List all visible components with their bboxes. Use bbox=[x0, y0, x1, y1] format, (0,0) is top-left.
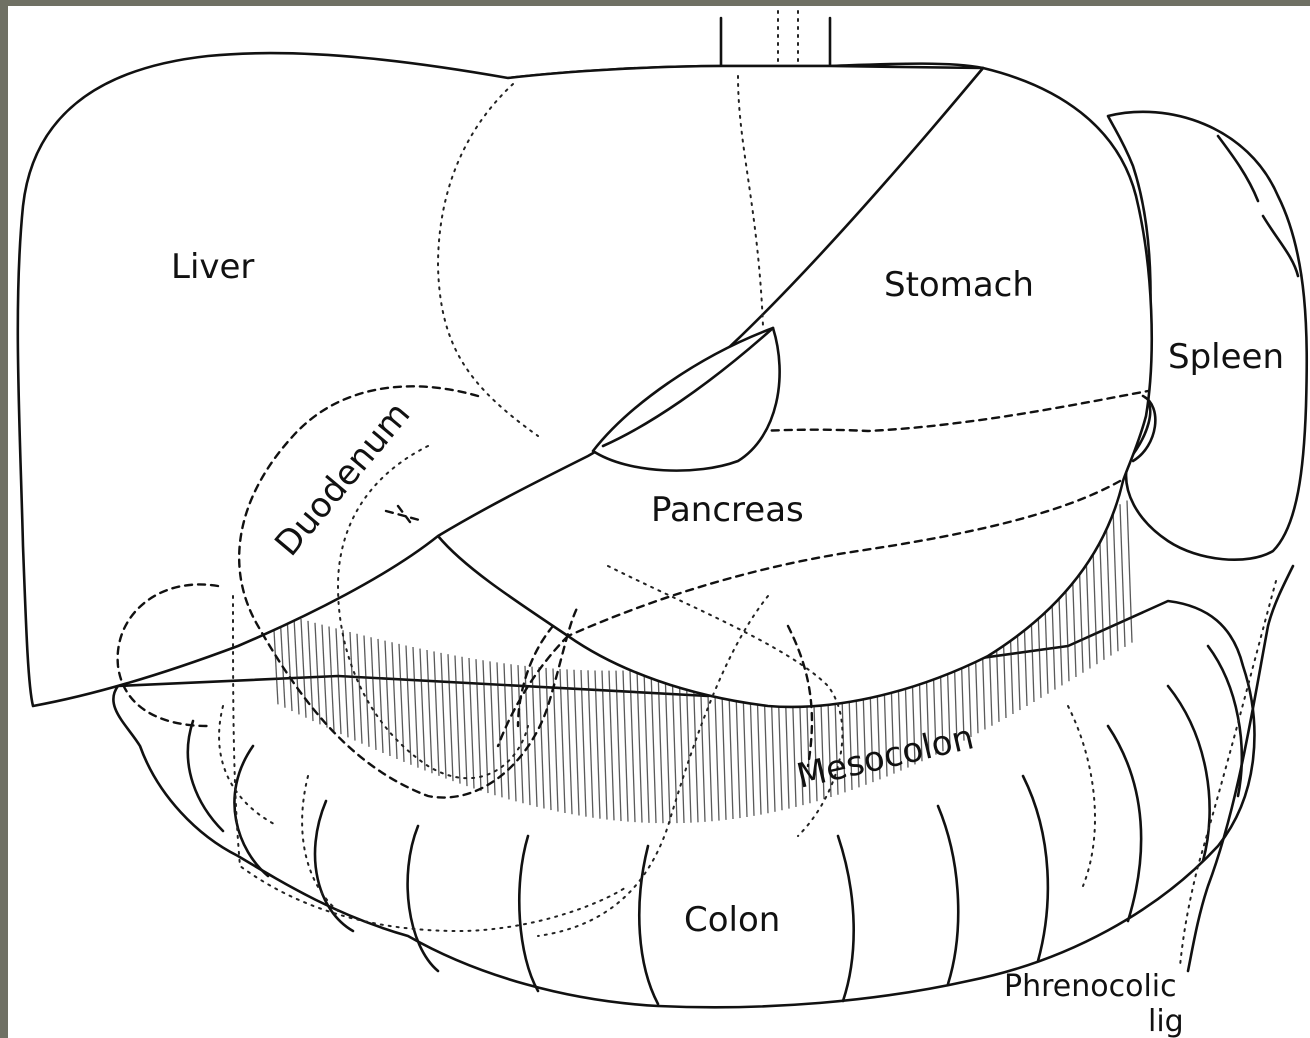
diagram-frame: Liver Stomach Spleen Pancreas Duodenum M… bbox=[8, 6, 1310, 1038]
spleen-label: Spleen bbox=[1168, 337, 1284, 377]
liver-label: Liver bbox=[171, 247, 254, 287]
colon-label: Colon bbox=[684, 900, 780, 940]
phrenocolic-label-line2: lig bbox=[1148, 1004, 1184, 1038]
anatomy-diagram: Liver Stomach Spleen Pancreas Duodenum M… bbox=[8, 6, 1310, 1038]
phrenocolic-label-line1: Phrenocolic bbox=[1004, 969, 1177, 1004]
pancreas-label: Pancreas bbox=[651, 490, 804, 530]
stomach-label: Stomach bbox=[884, 265, 1034, 305]
esophagus bbox=[721, 11, 830, 68]
